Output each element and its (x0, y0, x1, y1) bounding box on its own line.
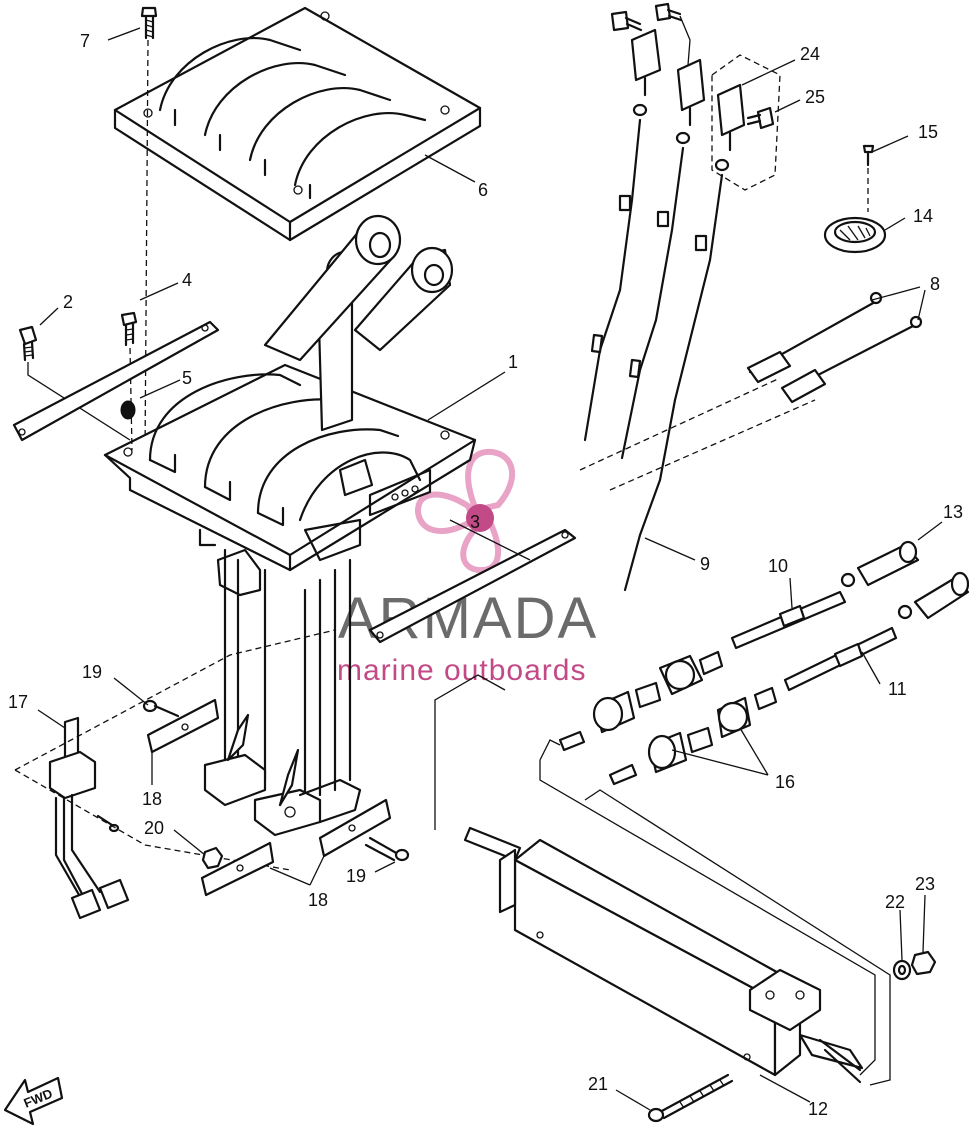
fwd-arrow-icon: FWD (3, 1076, 64, 1126)
part-18-plate-lower (200, 798, 392, 897)
part-3-strip-left (12, 320, 220, 442)
callout-5: 5 (182, 368, 192, 388)
part-22-washer (892, 959, 912, 981)
part-3-strip-right (368, 528, 577, 644)
callout-13: 13 (943, 502, 963, 522)
part-25-screw (746, 106, 775, 130)
part-1-control-box (103, 214, 477, 572)
callout-6: 6 (478, 180, 488, 200)
part-17-switch (14, 629, 336, 920)
part-20-nut (201, 846, 224, 870)
part-19-screw-lower (364, 836, 410, 862)
part-6-top-cover (113, 6, 482, 242)
callout-16: 16 (775, 772, 795, 792)
part-16-fittings (558, 650, 778, 786)
part-21-bolt (647, 1073, 734, 1123)
hydraulic-hoses (434, 674, 891, 1086)
part-4-bolt (120, 311, 138, 451)
part-8-rods (746, 291, 923, 404)
callout-9: 9 (700, 554, 710, 574)
part-1-housing-legs (198, 518, 362, 837)
callout-18-lower: 18 (308, 890, 328, 910)
callout-24: 24 (800, 44, 820, 64)
callout-labels: 1 2 3 4 5 6 7 8 9 10 11 12 13 14 15 16 1… (8, 31, 963, 1119)
callout-10: 10 (768, 556, 788, 576)
callout-22: 22 (885, 892, 905, 912)
callout-19-lower: 19 (346, 866, 366, 886)
part-19-screw-upper (142, 699, 180, 718)
callout-23: 23 (915, 874, 935, 894)
leader-lines (37, 27, 943, 1111)
part-2-screw (18, 325, 131, 441)
callout-20: 20 (144, 818, 164, 838)
callout-11: 11 (888, 679, 907, 699)
part-18-plate-upper (146, 698, 220, 754)
callout-25: 25 (805, 87, 825, 107)
callout-2: 2 (63, 292, 73, 312)
cable-clamps-24 (630, 28, 781, 191)
callout-4: 4 (182, 270, 192, 290)
armada-propeller-logo (415, 448, 516, 574)
part-12-actuator (463, 826, 864, 1084)
callout-14: 14 (913, 206, 933, 226)
part-11-rod (783, 626, 898, 692)
part-14-grommet (823, 216, 887, 254)
cables-three (579, 103, 816, 592)
callout-18-upper: 18 (142, 789, 162, 809)
callout-8: 8 (930, 274, 940, 294)
part-5-spring (120, 400, 136, 420)
cable-screws-top (610, 2, 691, 66)
part-10-rod (730, 590, 847, 650)
part-13-connectors (840, 540, 969, 620)
watermark-tagline: marine outboards (337, 654, 586, 687)
callout-19-upper: 19 (82, 662, 102, 682)
callout-21: 21 (588, 1074, 608, 1094)
callout-12: 12 (808, 1099, 828, 1119)
callout-15: 15 (918, 122, 938, 142)
callout-1: 1 (508, 352, 518, 372)
part-15-screw (862, 144, 875, 212)
callout-3: 3 (470, 512, 480, 532)
callout-17: 17 (8, 692, 28, 712)
part-23-nut (910, 950, 937, 976)
callout-7: 7 (80, 31, 90, 51)
part-7-screw (140, 6, 158, 456)
